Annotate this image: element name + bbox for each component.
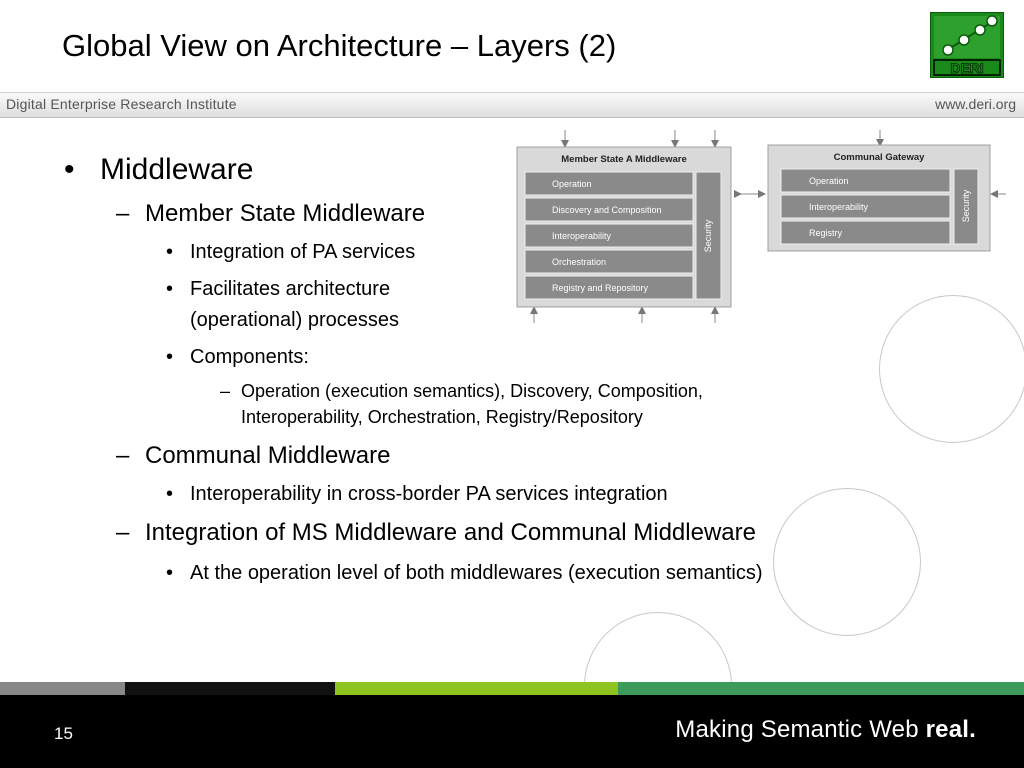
decorative-circle-2 <box>773 488 921 636</box>
ms-row-registry: Registry and Repository <box>552 283 649 293</box>
ms-row-operation: Operation <box>552 179 592 189</box>
dash-marker: – <box>116 442 130 469</box>
slide-title: Global View on Architecture – Layers (2) <box>62 28 617 63</box>
ms-security-label: Security <box>703 219 713 252</box>
bullet-marker: • <box>64 153 75 186</box>
bullet-marker: • <box>166 241 174 263</box>
ms-row-interoperability: Interoperability <box>552 231 612 241</box>
dash-marker: – <box>116 200 130 227</box>
footer-strip-lime <box>335 682 618 695</box>
footer-strip-black <box>125 682 335 695</box>
ms-row-orchestration: Orchestration <box>552 257 606 267</box>
dash-marker: – <box>116 519 130 546</box>
website-url: www.deri.org <box>935 96 1016 112</box>
ms-row-discovery: Discovery and Composition <box>552 205 662 215</box>
bullet-components-list-line2: Interoperability, Orchestration, Registr… <box>241 407 643 427</box>
architecture-diagram: Member State A Middleware Operation Disc… <box>516 130 1006 323</box>
cg-security-label: Security <box>961 189 971 222</box>
page-number: 15 <box>54 724 73 743</box>
bullet-middleware: Middleware <box>100 153 254 186</box>
bullet-member-state-middleware: Member State Middleware <box>145 200 426 227</box>
bullet-marker: • <box>166 346 174 368</box>
bullet-facilitates-line1: Facilitates architecture <box>190 278 391 300</box>
header-band: Digital Enterprise Research Institute ww… <box>0 92 1024 118</box>
bullet-communal-middleware: Communal Middleware <box>145 442 391 469</box>
bullet-facilitates-line2: (operational) processes <box>190 309 399 331</box>
logo-text: DERI <box>950 60 983 76</box>
communal-gateway-title: Communal Gateway <box>834 152 926 163</box>
bullet-operation-level: At the operation level of both middlewar… <box>190 562 763 584</box>
bullet-marker: • <box>166 278 174 300</box>
bullet-components: Components: <box>190 346 309 368</box>
footer-strip-gray <box>0 682 125 695</box>
member-state-box-title: Member State A Middleware <box>561 154 686 165</box>
deri-logo: DERI <box>930 12 1004 78</box>
footer-tagline: Making Semantic Web real. <box>675 716 976 744</box>
institute-name: Digital Enterprise Research Institute <box>6 96 237 112</box>
decorative-circle-1 <box>879 295 1024 443</box>
bullet-integration-ms-communal: Integration of MS Middleware and Communa… <box>145 519 756 546</box>
tagline-regular: Making Semantic Web <box>675 716 926 743</box>
bullet-marker: • <box>166 483 174 505</box>
footer-strip-green <box>618 682 1024 695</box>
bullet-components-list-line1: Operation (execution semantics), Discove… <box>241 381 703 401</box>
bullet-marker: • <box>166 562 174 584</box>
footer <box>0 695 1024 768</box>
bullet-integration-pa: Integration of PA services <box>190 241 416 263</box>
cg-row-registry: Registry <box>809 228 843 238</box>
cg-row-interoperability: Interoperability <box>809 202 869 212</box>
tagline-bold: real. <box>925 716 976 743</box>
cg-row-operation: Operation <box>809 176 849 186</box>
bullet-interoperability-cross-border: Interoperability in cross-border PA serv… <box>190 483 668 505</box>
dash-marker: – <box>220 381 231 401</box>
